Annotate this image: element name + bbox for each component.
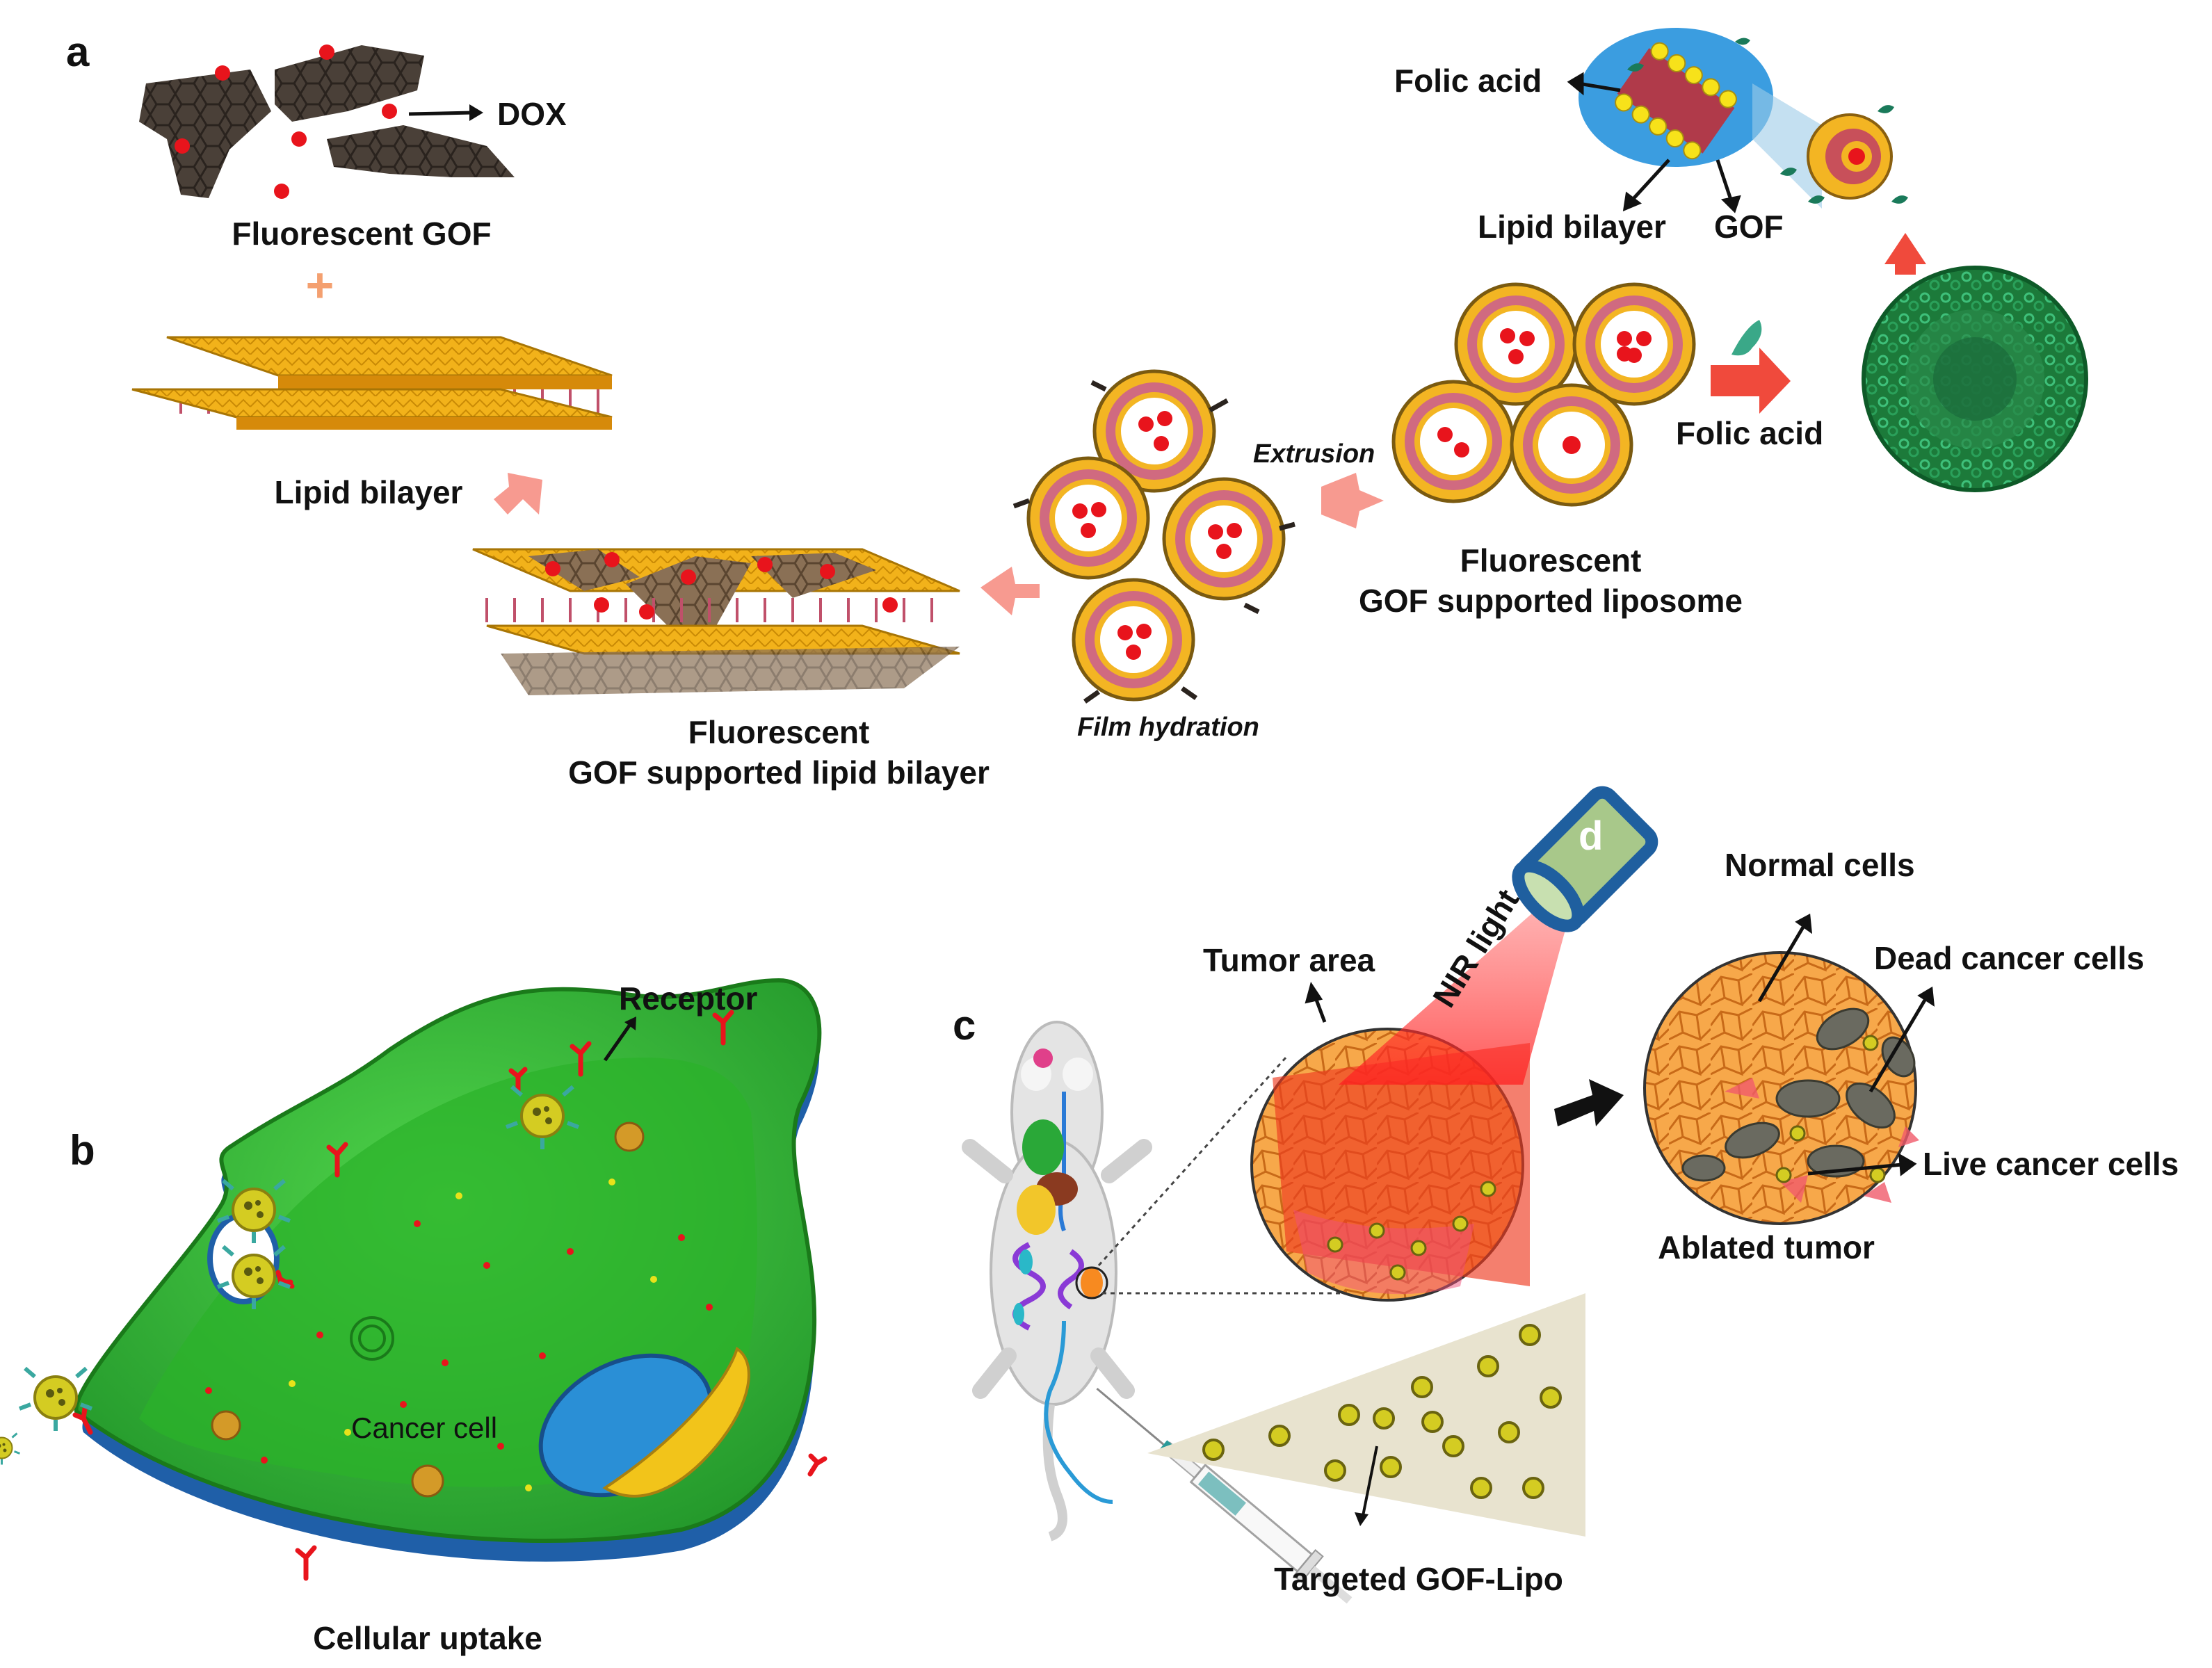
gof-sheets (139, 45, 515, 198)
film-hydration-liposomes (1012, 371, 1295, 704)
panel-label-b: b (70, 1127, 95, 1174)
inset-pointer-arrows (1567, 72, 1741, 213)
extrusion-label: Extrusion (1253, 439, 1375, 469)
cellular-uptake-label: Cellular uptake (313, 1620, 542, 1656)
receptor-arrowhead (624, 1017, 636, 1030)
tumor-area-label: Tumor area (1203, 942, 1375, 978)
folate-coated-liposome (1862, 266, 2088, 492)
inset-zoom-liposome (1579, 28, 1908, 209)
dox-arrow (408, 111, 474, 116)
targeted-lipo-arrowhead (1355, 1512, 1369, 1526)
tumor-area-circle (1250, 1028, 1530, 1302)
dead-cancer-cells-label: Dead cancer cells (1874, 940, 2145, 976)
cancer-cell-label: Cancer cell (351, 1411, 498, 1444)
targeted-lipo-arrow (1362, 1446, 1378, 1516)
supported-bilayer-label-1: Fluorescent (688, 714, 870, 750)
liposome-label-2: GOF supported liposome (1358, 583, 1743, 619)
dox-molecules (175, 44, 397, 199)
ablated-pointer-arrows (1305, 914, 1935, 1176)
normal-cells-label: Normal cells (1725, 847, 1915, 883)
folic-acid-arrow (1711, 348, 1791, 414)
process-arrow-3 (1321, 473, 1384, 528)
film-hydration-label: Film hydration (1077, 713, 1259, 742)
ablation-arrow (1554, 1079, 1624, 1126)
folic-acid-arrow-label: Folic acid (1676, 415, 1824, 451)
folic-acid-molecule (1731, 320, 1762, 356)
liposome-label-1: Fluorescent (1460, 542, 1642, 578)
lipid-bilayer-sheet (131, 336, 613, 430)
zoom-line-top (1097, 1055, 1288, 1267)
process-arrow-1 (494, 473, 542, 515)
targeted-gof-lipo-label: Targeted GOF-Lipo (1274, 1561, 1563, 1597)
inset-folic-acid-label: Folic acid (1394, 63, 1542, 99)
ablated-tumor-label: Ablated tumor (1658, 1229, 1875, 1265)
zoom-arrow (1884, 233, 1926, 275)
receptors (72, 1010, 828, 1581)
lipid-bilayer-label: Lipid bilayer (274, 474, 463, 510)
panel-label-a: a (66, 29, 90, 75)
process-arrow-2 (980, 567, 1040, 615)
panel-label-d: d (1579, 813, 1604, 859)
supported-bilayer-label-2: GOF supported lipid bilayer (568, 754, 990, 791)
plus-sign: + (305, 258, 334, 312)
inset-lipid-bilayer-label: Lipid bilayer (1478, 209, 1666, 245)
live-cancer-cells-label: Live cancer cells (1923, 1146, 2179, 1182)
receptor-arrow (603, 1024, 631, 1062)
dox-label: DOX (497, 96, 567, 132)
nir-device (1512, 786, 1658, 932)
inset-gof-label: GOF (1714, 209, 1784, 245)
cone-particles (0, 1432, 21, 1466)
mouse (962, 1021, 1152, 1541)
injection-cone (1147, 1293, 1585, 1537)
panel-label-c: c (953, 1002, 976, 1048)
nir-beam (1339, 869, 1582, 1085)
cancer-cell (74, 978, 822, 1562)
receptor-label: Receptor (619, 980, 758, 1017)
gof-supported-liposomes (1394, 284, 1694, 505)
endoplasmic-reticulum (602, 1346, 750, 1498)
gof-supported-bilayer (472, 548, 960, 695)
fluorescent-gof-label: Fluorescent GOF (232, 216, 492, 252)
ablated-tumor-circle (1643, 951, 1919, 1225)
injected-particles (1202, 1324, 1562, 1499)
dox-arrowhead (469, 104, 483, 121)
